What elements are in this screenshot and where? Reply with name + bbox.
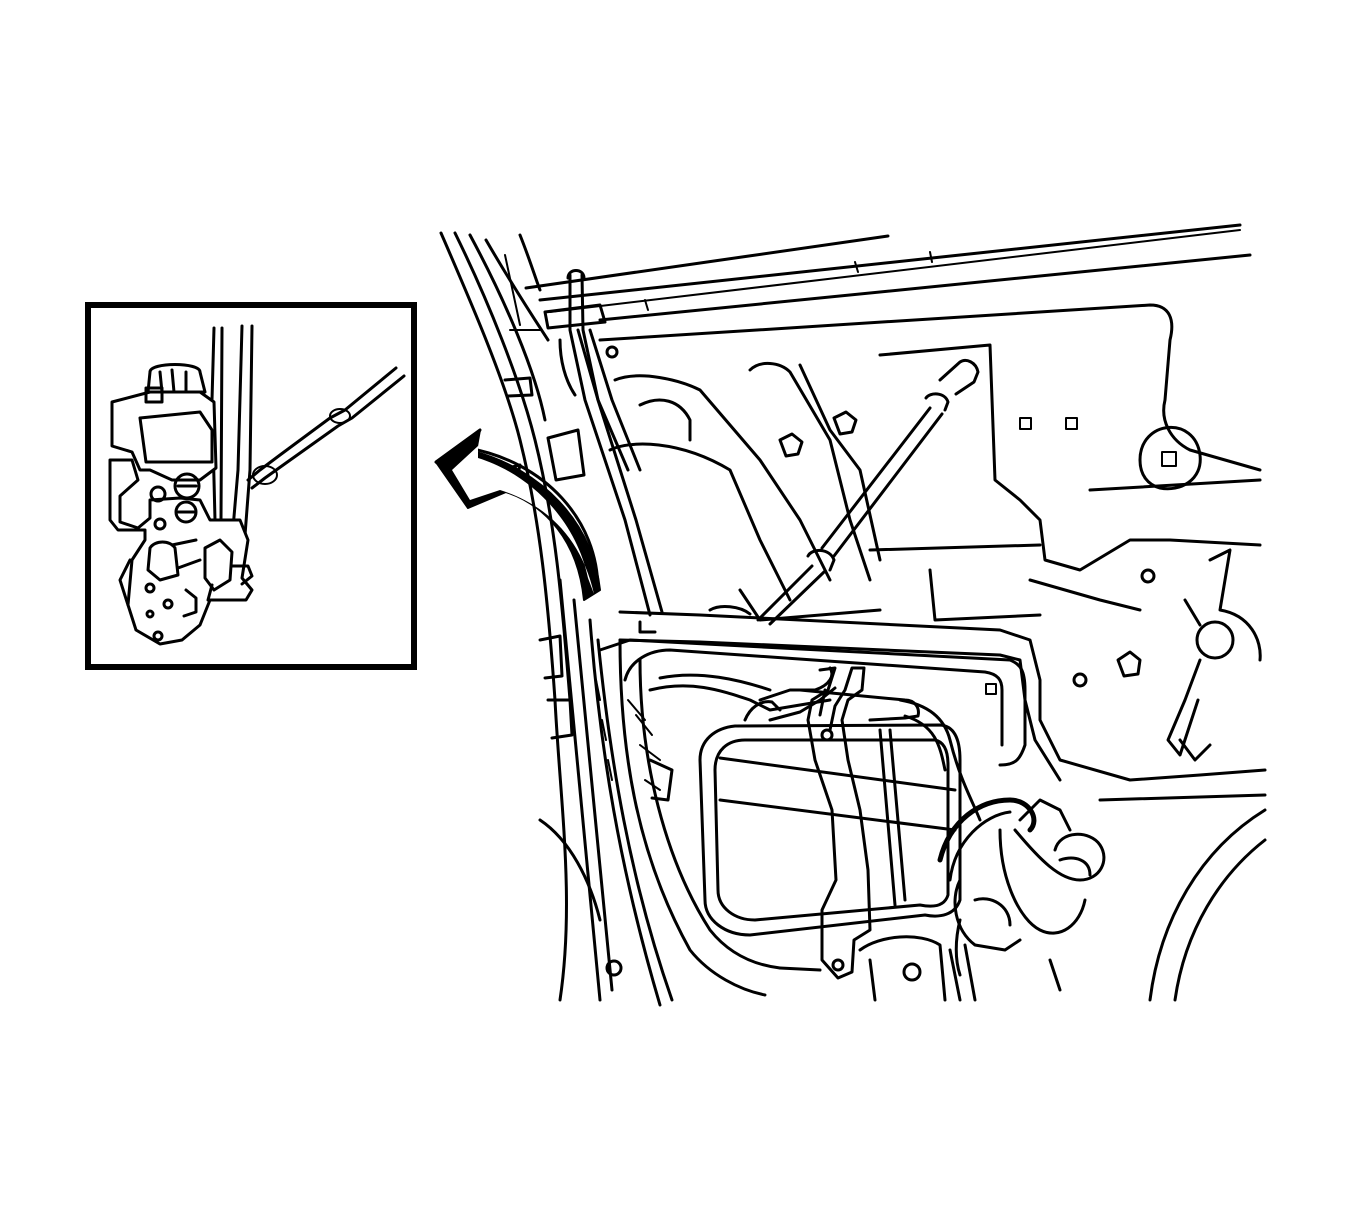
lower-reinforcement — [618, 610, 1267, 802]
panel-fasteners — [605, 345, 1156, 982]
lower-access-opening — [598, 638, 1027, 937]
window-belt-rails — [524, 223, 1252, 330]
door-lock-actuator-icon — [108, 363, 254, 646]
wheel-arch-edge — [1148, 808, 1267, 1002]
lower-frame — [778, 935, 947, 1002]
callout-arrow-icon — [434, 428, 601, 601]
lower-pillar-lines — [538, 578, 782, 1007]
upper-panel-contours — [598, 303, 1262, 622]
window-regulator — [1166, 548, 1262, 762]
inset-detail-panel — [85, 302, 417, 670]
inside-handle-cable — [708, 358, 980, 626]
access-plug — [1138, 426, 1202, 491]
latch-rods-bracket — [648, 666, 982, 980]
door-inner-panel — [439, 223, 1267, 1007]
wiring-harness — [937, 797, 1106, 1002]
